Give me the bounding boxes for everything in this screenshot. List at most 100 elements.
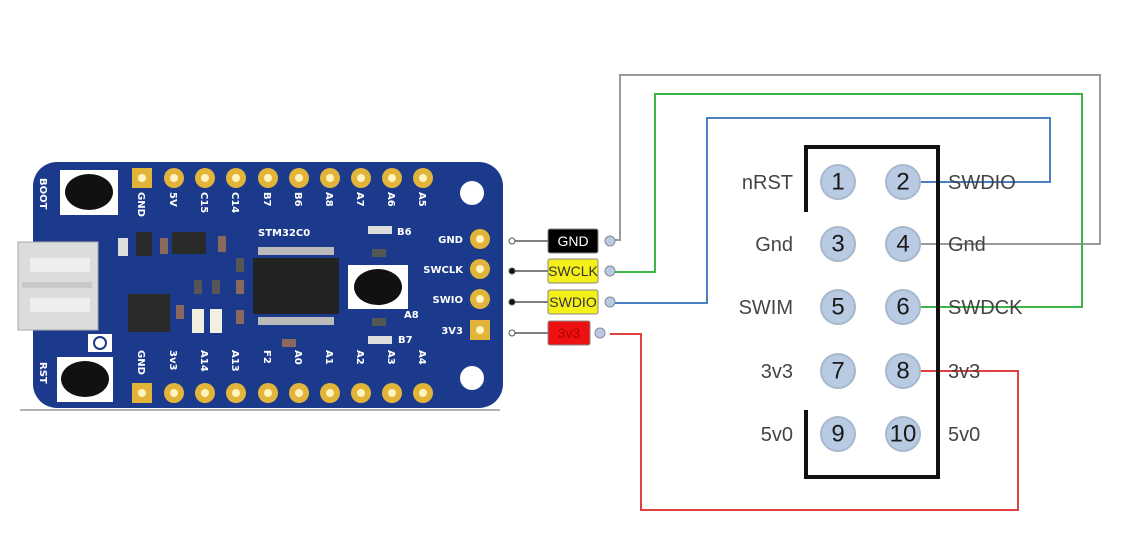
led-label-a8: A8 [404, 310, 419, 321]
user-button[interactable] [348, 265, 408, 309]
top-pin [258, 168, 278, 188]
bottom-pin [132, 383, 152, 403]
header-pin-number: 2 [896, 169, 909, 196]
wire-tag-label: 3v3 [558, 325, 581, 341]
header-pin-number: 9 [831, 421, 844, 448]
reset-label: RST [37, 362, 48, 384]
bottom-pin [382, 383, 402, 403]
bottom-pin [351, 383, 371, 403]
wire-tag-label: GND [557, 233, 588, 249]
bottom-pin [289, 383, 309, 403]
header-pin-number: 3 [831, 231, 844, 258]
side-pin-label: 3V3 [441, 326, 463, 337]
header-pin-5: 5 [820, 289, 856, 325]
bottom-pin-label: F2 [261, 350, 272, 364]
boot-button[interactable]: BOOT [37, 170, 118, 215]
top-pin [320, 168, 340, 188]
top-pin [351, 168, 371, 188]
top-pin [164, 168, 184, 188]
header-pin-3: 3 [820, 226, 856, 262]
boot-label: BOOT [37, 178, 48, 210]
header-right-label: SWDCK [948, 297, 1023, 319]
bottom-pin [413, 383, 433, 403]
led-label-b7: B7 [398, 335, 413, 346]
wire-tag-label: SWDIO [549, 294, 597, 310]
wire-tag-label: SWCLK [548, 263, 598, 279]
bottom-pin-label: A4 [416, 350, 427, 365]
top-pin [382, 168, 402, 188]
bottom-pin-label: A13 [229, 350, 240, 372]
mounting-hole [460, 181, 484, 205]
header-right-label: 5v0 [948, 424, 980, 446]
wire-tag-3v3: 3v3 [508, 320, 606, 346]
bottom-pin [164, 383, 184, 403]
bottom-pin-label: A0 [292, 350, 303, 365]
side-pin-label: SWCLK [423, 265, 464, 276]
header-pin-number: 6 [896, 294, 909, 321]
bottom-pin [320, 383, 340, 403]
wire-tag-gnd: GND [508, 228, 616, 254]
top-pin [413, 168, 433, 188]
led-label-b6: B6 [397, 227, 412, 238]
header-pin-number: 4 [896, 231, 909, 258]
header-left-label: 5v0 [761, 424, 793, 446]
top-pin [226, 168, 246, 188]
side-pin [470, 320, 490, 340]
header-right-label: Gnd [948, 234, 986, 256]
bottom-pin-label: A3 [385, 350, 396, 365]
header-pin-number: 8 [896, 358, 909, 385]
gnd-wire [610, 74, 1101, 245]
top-pin-label: C14 [229, 192, 240, 213]
top-pin [195, 168, 215, 188]
reset-button[interactable]: RST [37, 357, 113, 402]
chip-label: STM32C0 [258, 228, 310, 239]
wires [610, 74, 1101, 511]
bottom-pin-label: A2 [354, 350, 365, 365]
top-pin-label: A8 [323, 192, 334, 207]
3v3-wire [610, 333, 1019, 511]
top-pin-label: C15 [198, 192, 209, 213]
wire-tag-swclk: SWCLK [508, 258, 616, 284]
top-pin-label: B7 [261, 192, 272, 207]
header-right-label: 3v3 [948, 361, 980, 383]
mounting-hole [460, 366, 484, 390]
top-pin-label: B6 [292, 192, 303, 207]
header-pin-2: 2 [885, 164, 921, 200]
header-pin-10: 10 [885, 416, 921, 452]
usb-connector [17, 241, 99, 331]
swclk-wire [610, 93, 1083, 308]
wire-tags: GND SWCLK SWDIO 3v3 [508, 228, 616, 346]
top-pin-header: GND 5V C15 C14 B7 B6 A8 A7 A6 A5 [132, 168, 433, 217]
top-pin [289, 168, 309, 188]
bottom-pin [195, 383, 215, 403]
side-pin [470, 289, 490, 309]
top-pin [132, 168, 152, 188]
bottom-pin-label: GND [135, 350, 146, 375]
header-pin-number: 1 [831, 169, 844, 196]
top-pin-label: A7 [354, 192, 365, 207]
side-pin [470, 229, 490, 249]
bottom-pin-label: A1 [323, 350, 334, 365]
side-pin [470, 259, 490, 279]
header-left-label: nRST [742, 172, 793, 194]
header-left-label: 3v3 [761, 361, 793, 383]
top-pin-label: 5V [167, 192, 178, 207]
header-pin-4: 4 [885, 226, 921, 262]
top-pin-label: A6 [385, 192, 396, 207]
bottom-pin-label: 3v3 [167, 350, 178, 370]
top-pin-label: GND [135, 192, 146, 217]
components [118, 226, 392, 347]
side-pin-label: GND [438, 235, 463, 246]
header-pin-number: 7 [831, 358, 844, 385]
top-pin-label: A5 [416, 192, 427, 207]
header-pin-9: 9 [820, 416, 856, 452]
header-pin-number: 10 [890, 421, 917, 448]
bottom-pin [258, 383, 278, 403]
header-pin-7: 7 [820, 353, 856, 389]
header-pin-1: 1 [820, 164, 856, 200]
header-pin-6: 6 [885, 289, 921, 325]
